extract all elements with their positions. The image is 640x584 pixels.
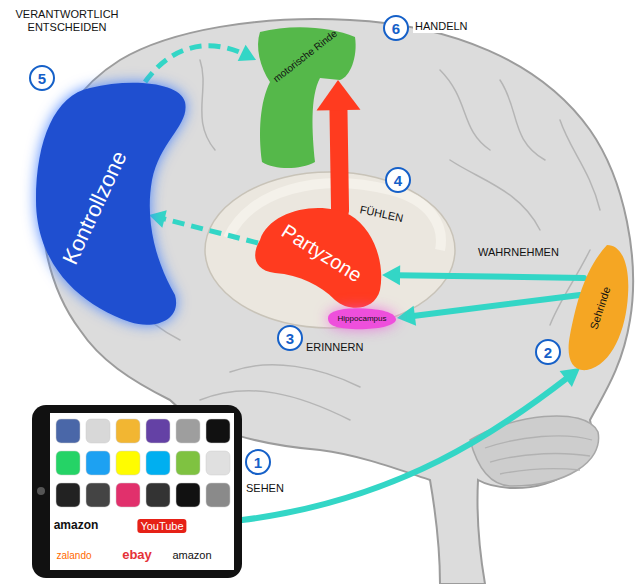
arrow-shaft (396, 275, 584, 278)
step-label: VERANTWORTLICH ENTSCHEIDEN (8, 8, 126, 33)
arrow-shaft (145, 46, 244, 82)
callout-circle: 5 (29, 65, 55, 91)
motor-cortex-outline (258, 27, 356, 168)
app-icon (56, 451, 80, 475)
app-icon (206, 451, 230, 475)
app-logo-text: ebay (122, 548, 152, 562)
callout-circle: 6 (383, 15, 409, 41)
app-icon (116, 483, 140, 507)
app-icon (116, 419, 140, 443)
app-icon (56, 419, 80, 443)
callout-number: 2 (544, 345, 552, 360)
visual-cortex-outline (569, 245, 629, 370)
motor-cortex-shape (250, 22, 360, 172)
callout-number: 1 (254, 455, 262, 470)
arrow-head (382, 265, 400, 285)
control-zone: Kontrollzone (30, 80, 190, 330)
step-label: WAHRNEHMEN (478, 246, 559, 259)
app-logo-text: YouTube (137, 519, 186, 533)
app-icon (146, 451, 170, 475)
flow-arrow (382, 265, 584, 285)
app-logo-text: amazon (54, 519, 99, 532)
arrow-head (560, 368, 580, 387)
callout-circle: 4 (385, 167, 411, 193)
arrow-head (238, 45, 256, 61)
app-icon (176, 419, 200, 443)
app-icon (86, 483, 110, 507)
tablet-button (37, 487, 45, 495)
hippocampus-outline (328, 308, 396, 329)
tablet: amazon YouTube zalando ebay amazon (32, 405, 242, 578)
app-icon (176, 483, 200, 507)
control-zone-outline (36, 83, 186, 325)
arrow-shaft (411, 295, 580, 316)
app-icon (206, 483, 230, 507)
control-zone-shape (30, 80, 190, 330)
arrow-shaft (161, 218, 258, 243)
callout-number: 6 (392, 21, 400, 36)
callout-number: 3 (286, 331, 294, 346)
app-icon (116, 451, 140, 475)
flow-arrow (397, 295, 580, 326)
cerebellum-fold (485, 436, 592, 474)
app-icon (176, 451, 200, 475)
flow-arrow (316, 80, 360, 211)
tablet-frame (32, 405, 242, 578)
app-icon (86, 419, 110, 443)
hippocampus: Hippocampus (322, 305, 397, 331)
step-label: ERINNERN (306, 341, 363, 354)
app-icon (146, 419, 170, 443)
app-icon (56, 483, 80, 507)
app-logo-text: amazon (172, 549, 211, 561)
app-icon (146, 483, 170, 507)
inner-brain (205, 172, 455, 328)
arrow-shaft (242, 377, 569, 520)
app-icon (206, 419, 230, 443)
step-label: HANDELN (413, 20, 470, 33)
callout-number: 4 (394, 173, 402, 188)
callout-circle: 1 (245, 449, 271, 475)
flow-arrow (242, 368, 580, 520)
arrow-shaft (338, 104, 340, 211)
dashed-arrow (149, 210, 258, 243)
tablet-screen (50, 413, 234, 570)
app-icon (86, 451, 110, 475)
callout-number: 5 (38, 71, 46, 86)
step-label: SEHEN (246, 482, 284, 495)
arrow-head (397, 306, 416, 326)
zone-label: Hippocampus (338, 315, 387, 324)
callout-circle: 3 (277, 325, 303, 351)
party-zone-outline (255, 208, 381, 308)
app-logo-text: zalando (56, 550, 91, 561)
callout-circle: 2 (535, 339, 561, 365)
arrow-head (316, 80, 360, 110)
motor-cortex: motorische Rinde (250, 22, 360, 172)
cerebellum (470, 416, 599, 486)
visual-cortex: Sehrinde (562, 240, 632, 375)
dashed-arrow (145, 45, 256, 82)
arrow-head (149, 210, 167, 227)
